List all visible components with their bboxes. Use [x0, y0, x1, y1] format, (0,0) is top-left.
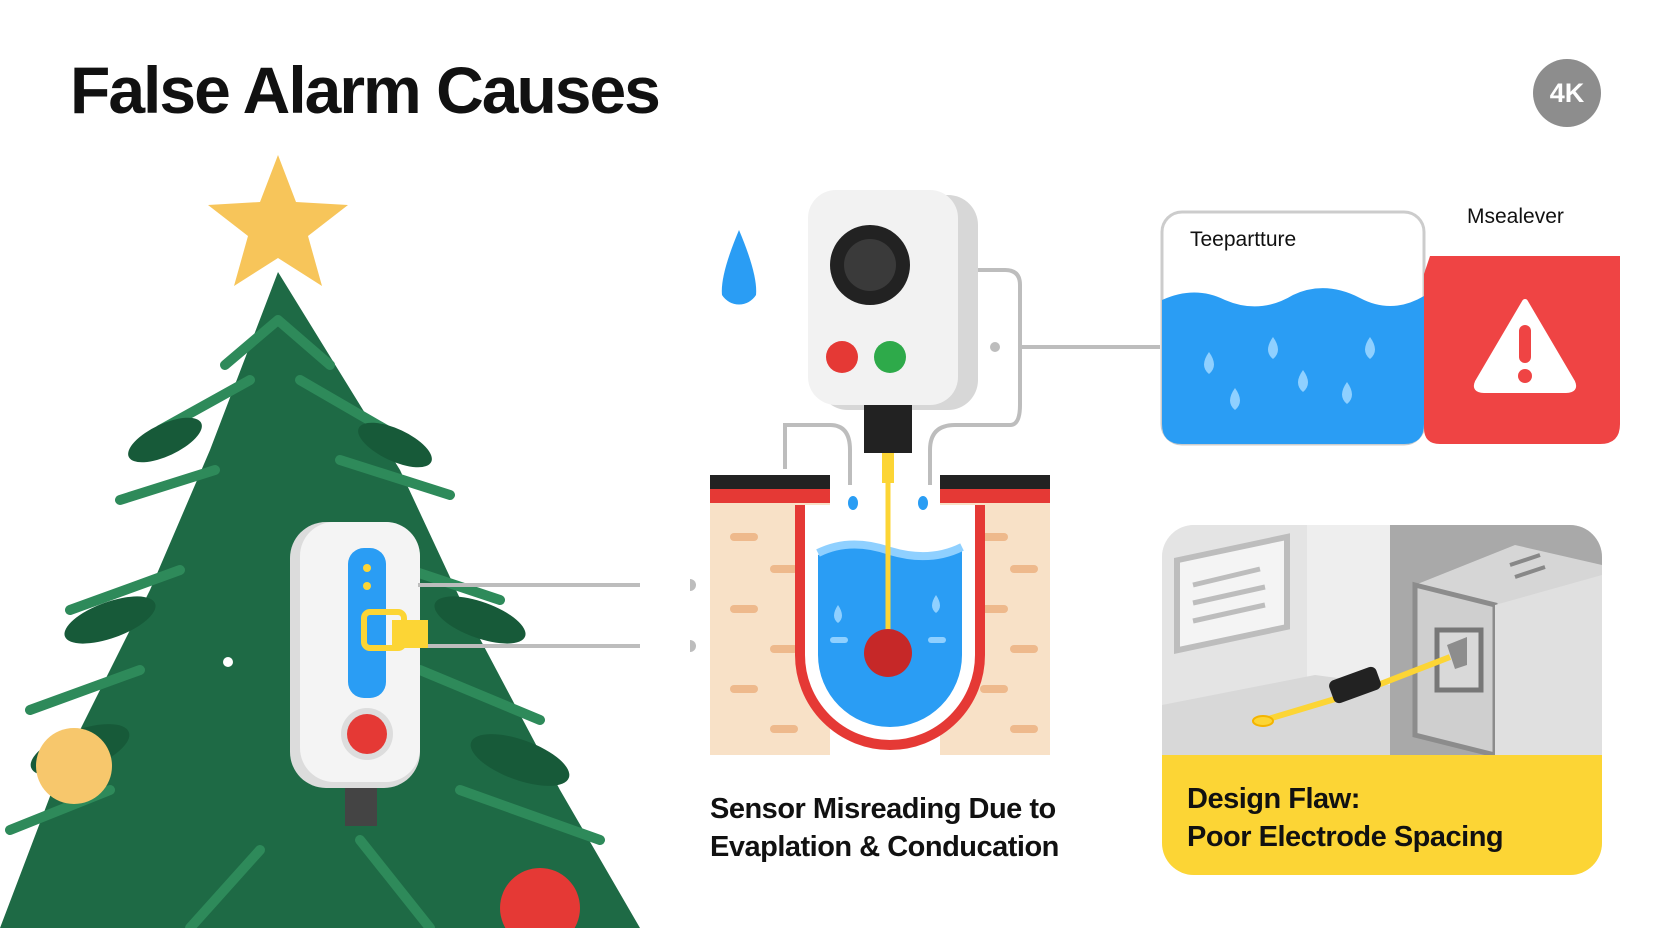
design-flaw-panel — [1162, 525, 1602, 875]
ornament-yellow — [36, 728, 112, 804]
resolution-badge: 4K — [1533, 59, 1601, 127]
sensor-device-icon — [290, 522, 428, 826]
cross-section-caption: Sensor Misreading Due to Evaplation & Co… — [710, 790, 1110, 866]
page-title: False Alarm Causes — [70, 53, 661, 127]
caption-line-1: Sensor Misreading Due to — [710, 793, 1056, 825]
christmas-tree-illustration — [0, 155, 640, 928]
warning-icon — [1473, 299, 1577, 393]
water-drop-icon — [721, 230, 757, 305]
alert-label: Msealever — [1467, 205, 1564, 228]
temperature-label: Teepartture — [1190, 228, 1297, 251]
caption-line-2: Evaplation & Conducation — [710, 831, 1059, 863]
temperature-alert-panel — [1020, 210, 1620, 446]
star-icon — [208, 155, 348, 286]
design-flaw-title: Design Flaw: Poor Electrode Spacing — [1187, 780, 1504, 856]
design-flaw-line-1: Design Flaw: — [1187, 783, 1360, 815]
sensor-cross-section — [690, 190, 1070, 755]
water-drop-icon — [830, 595, 946, 643]
speaker-icon — [808, 190, 978, 453]
ornament-red — [500, 868, 580, 928]
design-flaw-line-2: Poor Electrode Spacing — [1187, 821, 1504, 853]
